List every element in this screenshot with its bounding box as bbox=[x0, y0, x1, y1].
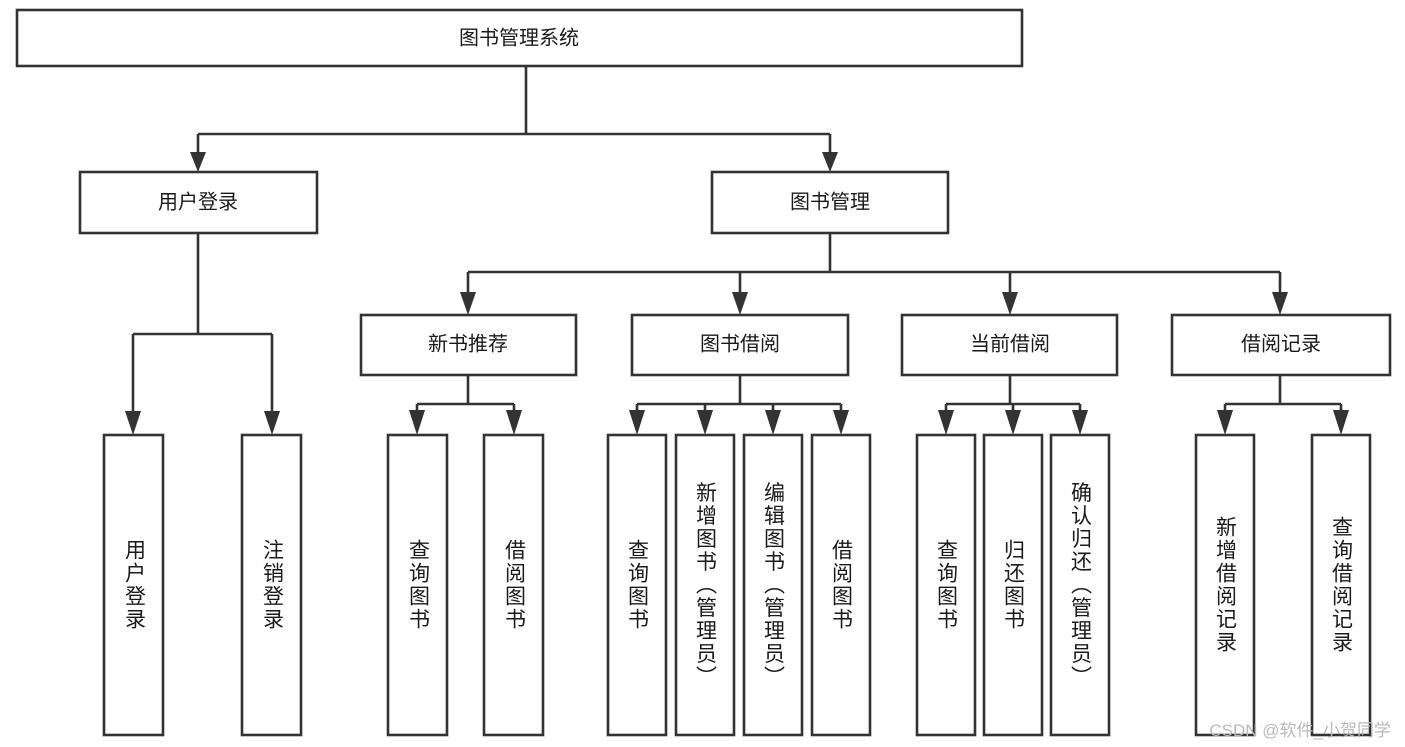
node-current-borrow-label: 当前借阅 bbox=[970, 332, 1050, 355]
node-user-login-label: 用户登录 bbox=[158, 190, 238, 213]
node-leaf-edit-book-label: 编辑图书（管理员） bbox=[762, 482, 786, 689]
node-leaf-user-login[interactable]: 用户登录 bbox=[102, 433, 165, 737]
node-leaf-confirm-return[interactable]: 确认归还（管理员） bbox=[1049, 433, 1111, 737]
node-leaf-query-borrow-record[interactable]: 查询借阅记录 bbox=[1310, 433, 1372, 737]
connector-group-book-borrow bbox=[629, 375, 849, 435]
node-new-book-recommend[interactable]: 新书推荐 bbox=[359, 313, 578, 377]
node-leaf-query-book-current-box[interactable] bbox=[915, 433, 977, 737]
arrow-head-leaf-query-book-recommend bbox=[409, 410, 425, 435]
node-root-box[interactable] bbox=[15, 8, 1024, 68]
arrow-head-leaf-query-book-borrow bbox=[629, 410, 645, 435]
node-leaf-borrow-book-recommend-label: 借阅图书 bbox=[503, 539, 527, 631]
node-borrow-record[interactable]: 借阅记录 bbox=[1170, 313, 1392, 377]
node-borrow-record-box[interactable] bbox=[1170, 313, 1392, 377]
node-leaf-borrow-book-box[interactable] bbox=[810, 433, 872, 737]
arrow-head-leaf-confirm-return bbox=[1072, 410, 1088, 435]
arrow-head-new-book-recommend bbox=[460, 292, 476, 315]
node-book-borrow-box[interactable] bbox=[630, 313, 850, 377]
arrow-head-user-login bbox=[190, 152, 206, 172]
node-leaf-query-book-borrow[interactable]: 查询图书 bbox=[606, 433, 668, 737]
connector-group-book-management bbox=[460, 233, 1288, 315]
arrow-head-current-borrow bbox=[1002, 292, 1018, 315]
arrow-head-leaf-edit-book bbox=[765, 410, 781, 435]
node-book-management[interactable]: 图书管理 bbox=[710, 170, 950, 235]
arrow-head-borrow-record bbox=[1272, 292, 1288, 315]
node-leaf-add-borrow-record-box[interactable] bbox=[1194, 433, 1256, 737]
node-leaf-borrow-book[interactable]: 借阅图书 bbox=[810, 433, 872, 737]
node-leaf-confirm-return-box[interactable] bbox=[1049, 433, 1111, 737]
node-root-label: 图书管理系统 bbox=[459, 26, 579, 49]
connector-group-current-borrow bbox=[938, 375, 1088, 435]
node-leaf-edit-book[interactable]: 编辑图书（管理员） bbox=[742, 433, 804, 737]
node-new-book-recommend-label: 新书推荐 bbox=[428, 332, 508, 355]
node-leaf-add-book[interactable]: 新增图书（管理员） bbox=[674, 433, 736, 737]
node-borrow-record-label: 借阅记录 bbox=[1241, 332, 1321, 355]
node-new-book-recommend-box[interactable] bbox=[359, 313, 578, 377]
node-leaf-query-book-borrow-box[interactable] bbox=[606, 433, 668, 737]
node-book-borrow[interactable]: 图书借阅 bbox=[630, 313, 850, 377]
arrow-head-book-management bbox=[822, 152, 838, 172]
node-leaf-return-book-label: 归还图书 bbox=[1002, 539, 1026, 631]
node-leaf-borrow-book-label: 借阅图书 bbox=[830, 539, 854, 631]
node-leaf-user-logout-box[interactable] bbox=[240, 433, 303, 737]
arrow-head-leaf-user-login bbox=[125, 411, 141, 435]
node-leaf-query-book-borrow-label: 查询图书 bbox=[626, 539, 650, 631]
node-current-borrow-box[interactable] bbox=[900, 313, 1119, 377]
node-leaf-query-book-recommend[interactable]: 查询图书 bbox=[386, 433, 449, 737]
node-leaf-query-book-recommend-box[interactable] bbox=[386, 433, 449, 737]
node-leaf-query-book-current[interactable]: 查询图书 bbox=[915, 433, 977, 737]
arrow-head-leaf-borrow-book bbox=[833, 410, 849, 435]
arrow-head-leaf-return-book bbox=[1005, 410, 1021, 435]
connector-group-borrow-record bbox=[1217, 375, 1349, 435]
node-leaf-query-book-recommend-label: 查询图书 bbox=[407, 539, 431, 631]
arrow-head-leaf-query-book-current bbox=[938, 410, 954, 435]
node-leaf-edit-book-box[interactable] bbox=[742, 433, 804, 737]
arrow-head-leaf-add-book bbox=[697, 410, 713, 435]
arrow-head-leaf-add-borrow-record bbox=[1217, 410, 1233, 435]
connector-group-root bbox=[190, 66, 838, 172]
arrow-head-leaf-borrow-book-recommend bbox=[506, 410, 522, 435]
node-book-management-label: 图书管理 bbox=[790, 190, 870, 213]
csdn-watermark: CSDN @软件_小贺同学 bbox=[1209, 721, 1391, 740]
node-leaf-user-logout[interactable]: 注销登录 bbox=[240, 433, 303, 737]
node-book-borrow-label: 图书借阅 bbox=[700, 332, 780, 355]
node-book-management-box[interactable] bbox=[710, 170, 950, 235]
connector-group-user-login bbox=[125, 233, 280, 435]
connector-group-new-book-recommend bbox=[409, 375, 522, 435]
node-leaf-query-borrow-record-label: 查询借阅记录 bbox=[1330, 516, 1354, 654]
node-leaf-query-borrow-record-box[interactable] bbox=[1310, 433, 1372, 737]
node-leaf-return-book-box[interactable] bbox=[982, 433, 1044, 737]
arrow-head-leaf-query-borrow-record bbox=[1333, 410, 1349, 435]
node-leaf-return-book[interactable]: 归还图书 bbox=[982, 433, 1044, 737]
node-leaf-user-login-label: 用户登录 bbox=[123, 539, 147, 631]
node-leaf-add-borrow-record-label: 新增借阅记录 bbox=[1214, 516, 1238, 654]
node-leaf-confirm-return-label: 确认归还（管理员） bbox=[1069, 482, 1093, 689]
node-current-borrow[interactable]: 当前借阅 bbox=[900, 313, 1119, 377]
node-leaf-add-borrow-record[interactable]: 新增借阅记录 bbox=[1194, 433, 1256, 737]
node-user-login-box[interactable] bbox=[78, 170, 319, 235]
node-leaf-query-book-current-label: 查询图书 bbox=[935, 539, 959, 631]
node-leaf-user-login-box[interactable] bbox=[102, 433, 165, 737]
node-leaf-user-logout-label: 注销登录 bbox=[261, 539, 285, 631]
node-root[interactable]: 图书管理系统 bbox=[15, 8, 1024, 68]
node-leaf-borrow-book-recommend[interactable]: 借阅图书 bbox=[482, 433, 545, 737]
arrow-head-leaf-user-logout bbox=[264, 411, 280, 435]
arrow-head-book-borrow bbox=[732, 292, 748, 315]
node-leaf-add-book-box[interactable] bbox=[674, 433, 736, 737]
node-leaf-add-book-label: 新增图书（管理员） bbox=[694, 482, 718, 689]
node-leaf-borrow-book-recommend-box[interactable] bbox=[482, 433, 545, 737]
node-user-login[interactable]: 用户登录 bbox=[78, 170, 319, 235]
